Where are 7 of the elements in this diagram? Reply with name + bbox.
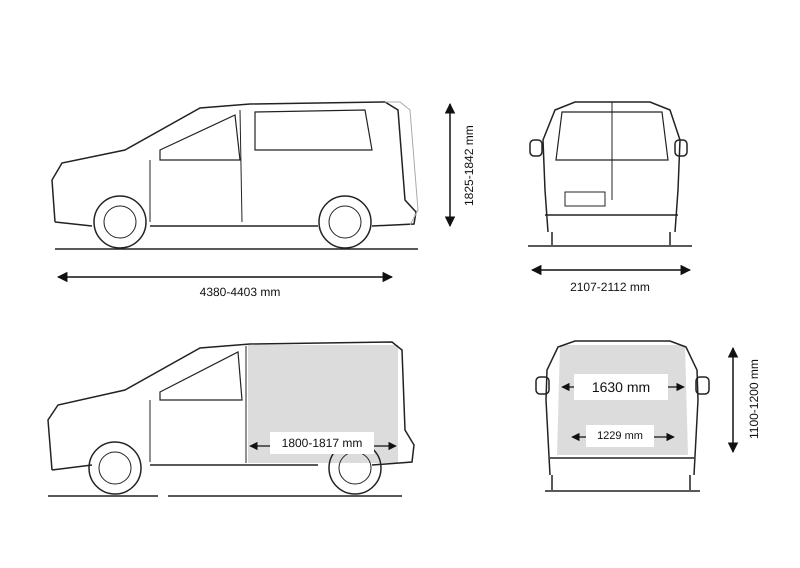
dimension-label: 1630 mm: [574, 374, 668, 400]
dimension-label: 1800-1817 mm: [270, 432, 374, 454]
dimension-label: 1100-1200 mm: [746, 358, 762, 441]
dimension-label: 1825-1842 mm: [461, 124, 477, 208]
dimension-label: 4380-4403 mm: [198, 284, 282, 300]
dimension-label: 2107-2112 mm: [569, 279, 651, 295]
dimension-label: 1229 mm: [586, 425, 654, 447]
